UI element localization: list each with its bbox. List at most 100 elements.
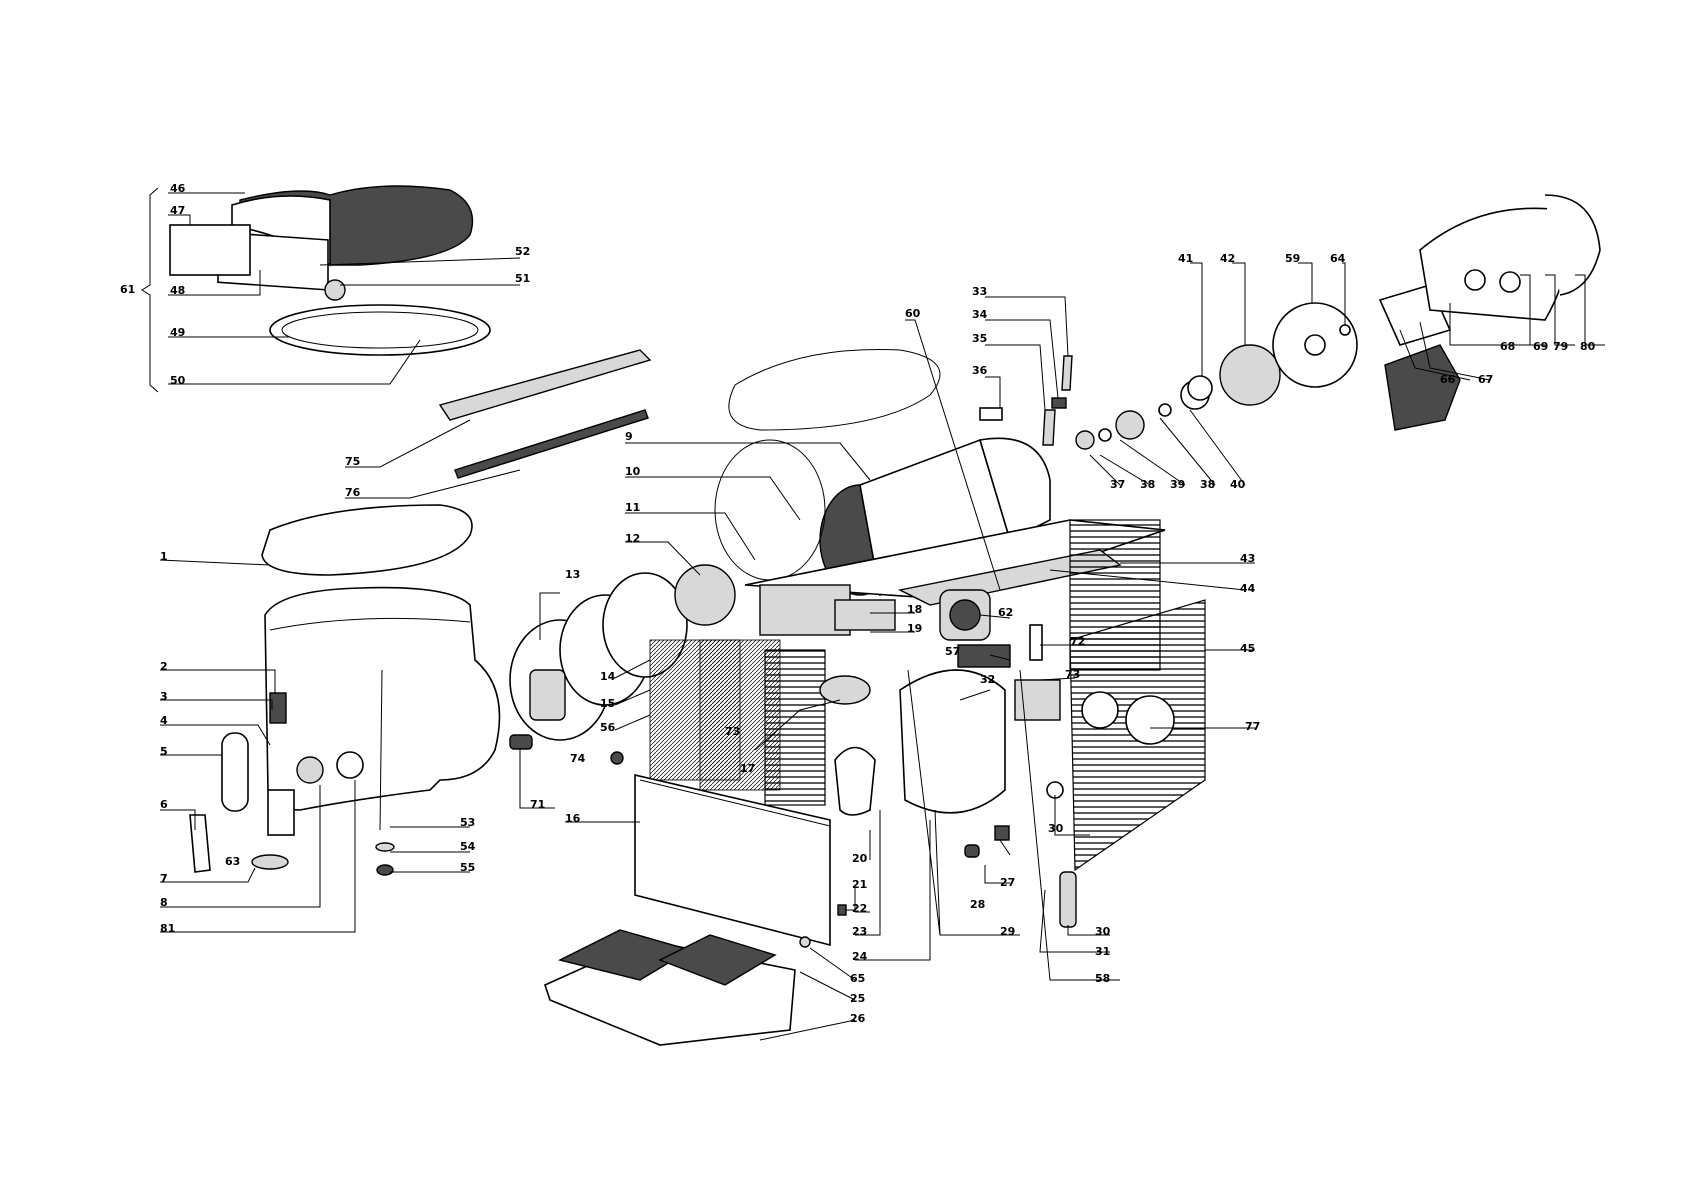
label-73b: 73 xyxy=(725,725,740,738)
label-31: 31 xyxy=(1095,945,1110,958)
label-46: 46 xyxy=(170,182,186,195)
label-2: 2 xyxy=(160,660,168,673)
label-67: 67 xyxy=(1478,373,1493,386)
part-37-nut xyxy=(1076,431,1094,449)
part-33-spring xyxy=(1062,356,1072,390)
label-56: 56 xyxy=(600,721,616,734)
label-55: 55 xyxy=(460,861,475,874)
part-42-flange xyxy=(1220,345,1280,405)
label-60: 60 xyxy=(905,307,921,320)
label-9: 9 xyxy=(625,430,633,443)
part-47-sheet xyxy=(170,225,250,275)
part-body-fins xyxy=(765,650,825,805)
part-7-tap xyxy=(268,790,294,835)
label-73a: 73 xyxy=(1065,668,1080,681)
label-80: 80 xyxy=(1580,340,1596,353)
part-68-hole-a xyxy=(1465,270,1485,290)
label-30a: 30 xyxy=(1048,822,1064,835)
part-62-fan xyxy=(950,600,980,630)
label-17: 17 xyxy=(740,762,755,775)
label-62: 62 xyxy=(998,606,1013,619)
label-65: 65 xyxy=(850,972,865,985)
part-52-knob xyxy=(325,280,345,300)
label-13: 13 xyxy=(565,568,580,581)
label-41: 41 xyxy=(1178,252,1193,265)
label-4: 4 xyxy=(160,714,168,727)
label-10: 10 xyxy=(625,465,641,478)
label-29: 29 xyxy=(1000,925,1015,938)
label-39: 39 xyxy=(1170,478,1185,491)
label-34: 34 xyxy=(972,308,988,321)
label-69: 69 xyxy=(1533,340,1548,353)
label-15: 15 xyxy=(600,697,615,710)
part-55-nut xyxy=(377,865,393,875)
label-59: 59 xyxy=(1285,252,1300,265)
label-35: 35 xyxy=(972,332,987,345)
label-51: 51 xyxy=(515,272,530,285)
part-20-fan xyxy=(835,748,875,816)
part-5-handle xyxy=(222,733,248,811)
label-23: 23 xyxy=(852,925,867,938)
label-75: 75 xyxy=(345,455,360,468)
part-27-clip xyxy=(995,826,1009,840)
part-10-bowl-ghost xyxy=(715,440,825,580)
label-27: 27 xyxy=(1000,876,1015,889)
label-22: 22 xyxy=(852,902,867,915)
part-41-oring xyxy=(1188,376,1212,400)
label-43: 43 xyxy=(1240,552,1255,565)
label-58: 58 xyxy=(1095,972,1110,985)
drawing-parts xyxy=(170,186,1600,1045)
label-12: 12 xyxy=(625,532,640,545)
label-7: 7 xyxy=(160,872,168,885)
label-14: 14 xyxy=(600,670,616,683)
label-61: 61 xyxy=(120,283,135,296)
part-75-rail xyxy=(440,350,650,420)
part-77-hole-b xyxy=(1126,696,1174,744)
part-63-washer xyxy=(252,855,288,869)
part-68-hole-b xyxy=(1500,272,1520,292)
label-40: 40 xyxy=(1230,478,1246,491)
part-77-hole-a xyxy=(1082,692,1118,728)
label-19: 19 xyxy=(907,622,922,635)
part-59-hole xyxy=(1305,335,1325,355)
label-71: 71 xyxy=(530,798,545,811)
part-36-bracket xyxy=(980,408,1002,420)
part-8-cap xyxy=(297,757,323,783)
label-20: 20 xyxy=(852,852,868,865)
label-3: 3 xyxy=(160,690,168,703)
part-60-lid-ghost xyxy=(729,349,940,430)
part-32-compressor xyxy=(900,670,1005,813)
label-72: 72 xyxy=(1070,635,1085,648)
part-6-lever xyxy=(190,815,210,872)
part-13-grip xyxy=(530,670,565,720)
label-5: 5 xyxy=(160,745,168,758)
label-68: 68 xyxy=(1500,340,1515,353)
label-8: 8 xyxy=(160,896,168,909)
label-77: 77 xyxy=(1245,720,1260,733)
part-38-washer-b xyxy=(1159,404,1171,416)
label-21: 21 xyxy=(852,878,867,891)
part-74-screw xyxy=(611,752,623,764)
label-38a: 38 xyxy=(1140,478,1155,491)
label-81: 81 xyxy=(160,922,175,935)
label-6: 6 xyxy=(160,798,168,811)
part-17-bracket xyxy=(820,676,870,704)
part-12-drive xyxy=(675,565,735,625)
label-33: 33 xyxy=(972,285,987,298)
label-37: 37 xyxy=(1110,478,1125,491)
label-79: 79 xyxy=(1553,340,1568,353)
label-48: 48 xyxy=(170,284,185,297)
label-32: 32 xyxy=(980,673,995,686)
label-36: 36 xyxy=(972,364,988,377)
label-50: 50 xyxy=(170,374,186,387)
part-28-knob xyxy=(965,845,979,857)
part-64-washer xyxy=(1340,325,1350,335)
part-76-rail xyxy=(455,410,648,478)
label-18: 18 xyxy=(907,603,922,616)
label-45: 45 xyxy=(1240,642,1255,655)
label-47: 47 xyxy=(170,204,185,217)
part-66-motor xyxy=(1385,345,1460,430)
part-1-lid xyxy=(262,505,472,575)
